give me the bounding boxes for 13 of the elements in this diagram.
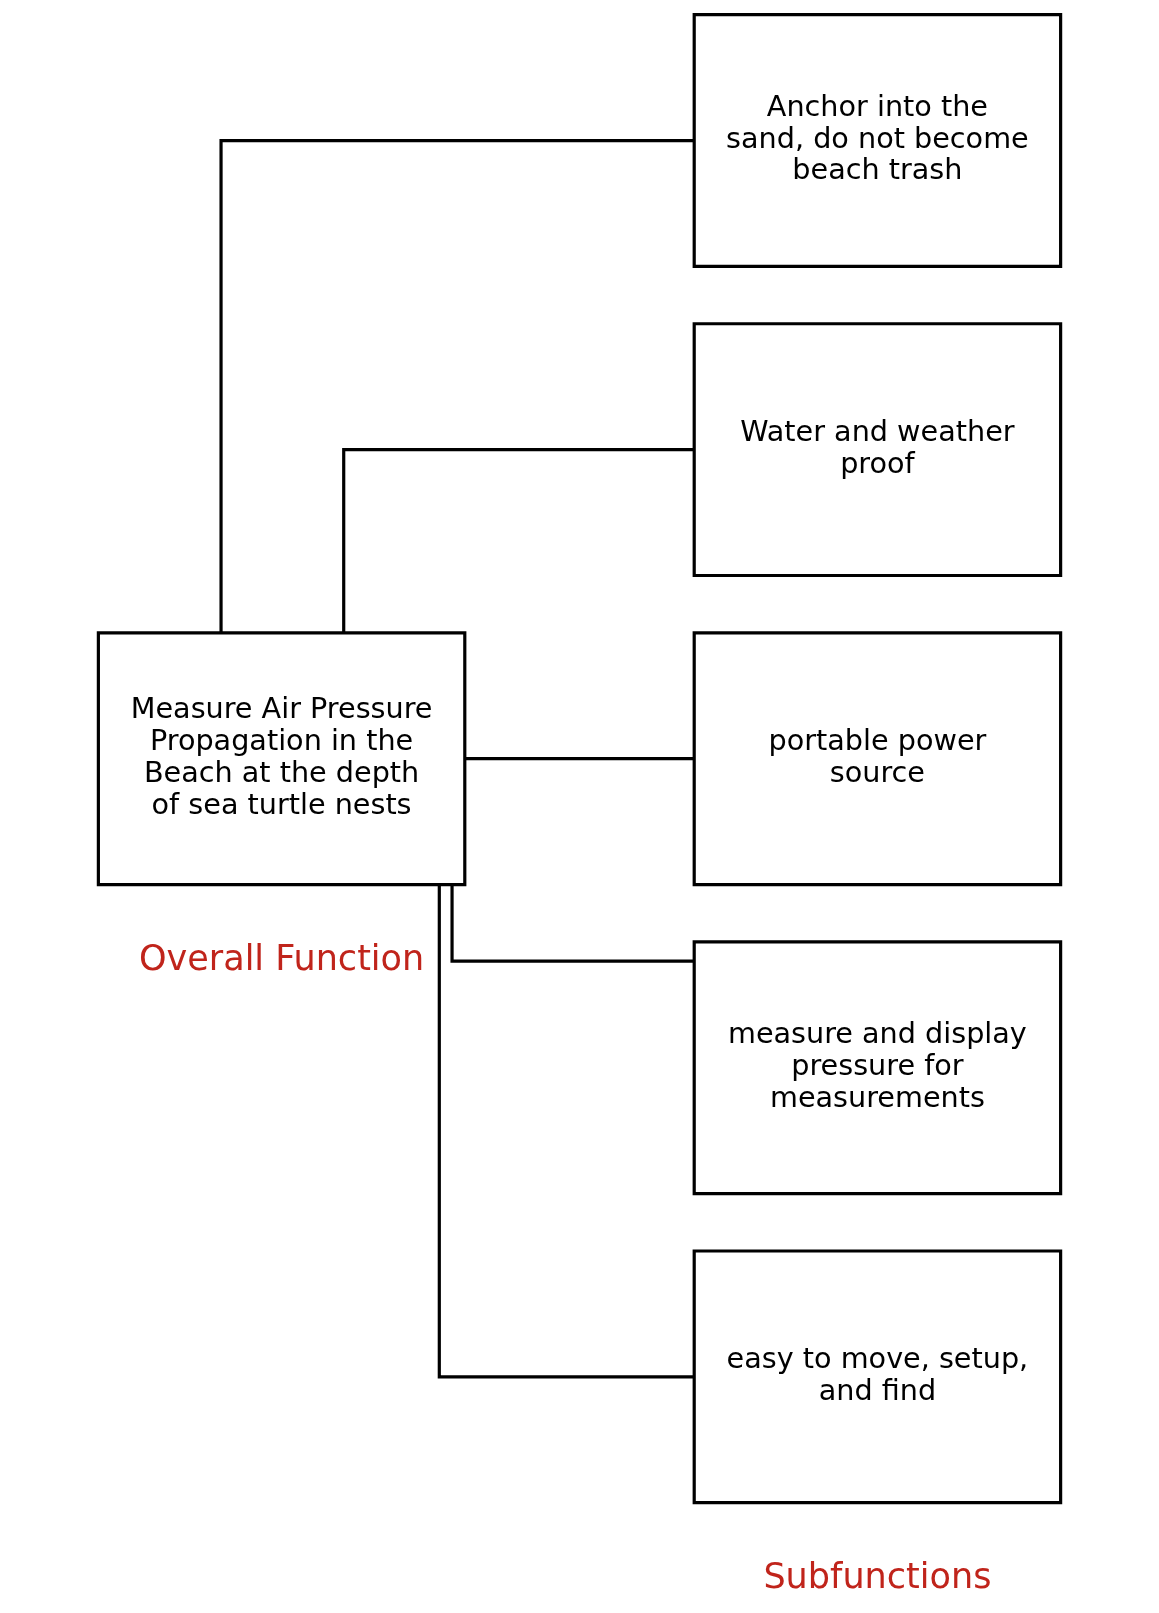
node-box: Measure Air Pressure Propagation in the Beach at the depth of sea turtle nests bbox=[96, 631, 467, 887]
node-box: Water and weather proof bbox=[692, 322, 1063, 578]
connector bbox=[219, 138, 695, 633]
connector bbox=[464, 757, 695, 761]
connector bbox=[450, 885, 694, 963]
node-box: measure and display pressure for measurements bbox=[692, 940, 1063, 1196]
node-box: easy to move, setup, and find bbox=[692, 1249, 1063, 1505]
label: Overall Function bbox=[138, 936, 425, 978]
node-box: Anchor into the sand, do not become beach trash bbox=[692, 13, 1063, 269]
label: Subfunctions bbox=[763, 1555, 992, 1597]
connector bbox=[437, 885, 695, 1379]
connector bbox=[342, 448, 694, 633]
node-box: portable power source bbox=[692, 631, 1063, 887]
